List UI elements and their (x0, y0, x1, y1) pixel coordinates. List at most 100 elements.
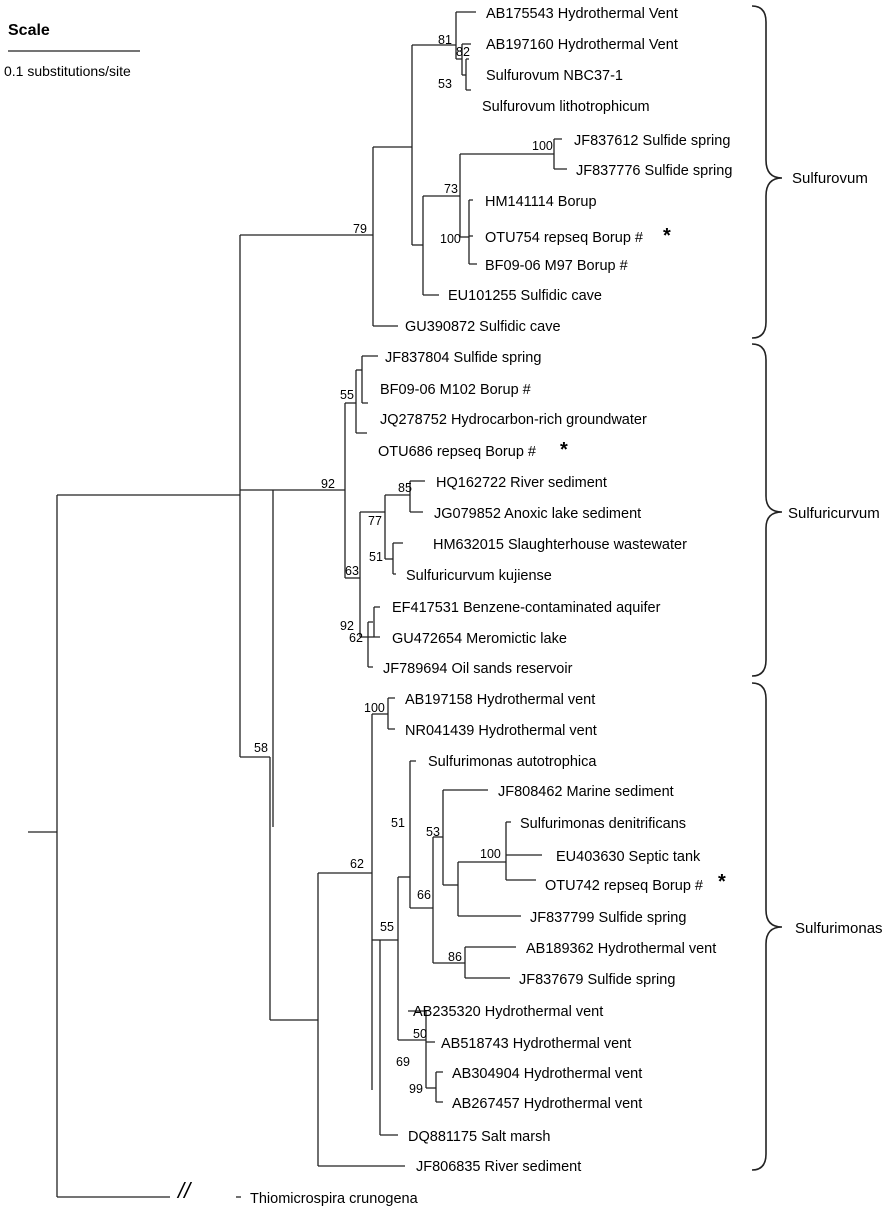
tip-label: AB304904 Hydrothermal vent (452, 1066, 642, 1082)
tip-label: JF837612 Sulfide spring (574, 133, 730, 149)
branch-break-mark: // (176, 1178, 192, 1203)
tip-label: JQ278752 Hydrocarbon-rich groundwater (380, 412, 647, 428)
bootstrap-value: 63 (345, 564, 359, 578)
branch (361, 355, 378, 404)
branch (373, 606, 380, 638)
bootstrap-value: 53 (426, 825, 440, 839)
tip-label: HM632015 Slaughterhouse wastewater (433, 537, 687, 553)
branch (455, 11, 476, 59)
branch (379, 940, 398, 1136)
branch (457, 862, 521, 917)
tip-label: JF837799 Sulfide spring (530, 910, 686, 926)
tip-label: OTU742 repseq Borup # (545, 878, 703, 894)
tip-label: JF837679 Sulfide spring (519, 972, 675, 988)
branch (442, 789, 488, 885)
asterisk-marker: * (663, 225, 671, 247)
clade-label-sulfurovum: Sulfurovum (792, 170, 868, 187)
tip-label: EU403630 Septic tank (556, 849, 701, 865)
tip-label: NR041439 Hydrothermal vent (405, 723, 597, 739)
bootstrap-value: 69 (396, 1055, 410, 1069)
bootstrap-value: 51 (369, 550, 383, 564)
tip-label: JF789694 Oil sands reservoir (383, 661, 573, 677)
scale-label: 0.1 substitutions/site (4, 63, 131, 79)
bootstrap-value: 77 (368, 514, 382, 528)
branch (459, 153, 554, 237)
bootstrap-value: 100 (480, 847, 501, 861)
tip-label: JG079852 Anoxic lake sediment (434, 506, 641, 522)
branch (468, 199, 477, 265)
bootstrap-value: 100 (440, 232, 461, 246)
tip-label: Sulfurovum lithotrophicum (482, 99, 650, 115)
branch (355, 370, 367, 434)
clade-brace-sulfurimonas (751, 682, 783, 1171)
tip-label: BF09-06 M97 Borup # (485, 258, 628, 274)
tip-label: HQ162722 River sediment (436, 475, 607, 491)
bootstrap-value: 62 (349, 631, 363, 645)
tip-label: JF808462 Marine sediment (498, 784, 674, 800)
bootstrap-value: 50 (413, 1027, 427, 1041)
tip-label: EF417531 Benzene-contaminated aquifer (392, 600, 661, 616)
tip-label: AB197160 Hydrothermal Vent (486, 37, 678, 53)
branch (387, 697, 395, 730)
bootstrap-value: 55 (340, 388, 354, 402)
tip-label: JF837804 Sulfide spring (385, 350, 541, 366)
tip-label: Sulfurimonas denitrificans (520, 816, 686, 832)
tip-label: JF806835 River sediment (416, 1159, 581, 1175)
tip-label: AB267457 Hydrothermal vent (452, 1096, 642, 1112)
clade-brace-sulfurovum (751, 5, 783, 339)
tip-label: AB235320 Hydrothermal vent (413, 1004, 603, 1020)
tip-labels: AB175543 Hydrothermal Vent AB197160 Hydr… (250, 6, 732, 1207)
branch (408, 1010, 435, 1088)
tip-label: OTU686 repseq Borup # (378, 444, 536, 460)
branch (435, 1071, 443, 1103)
tip-label: OTU754 repseq Borup # (485, 230, 643, 246)
bootstrap-value: 62 (350, 857, 364, 871)
bootstrap-value: 55 (380, 920, 394, 934)
bootstrap-value: 100 (532, 139, 553, 153)
tip-label: AB189362 Hydrothermal vent (526, 941, 716, 957)
tip-label: AB175543 Hydrothermal Vent (486, 6, 678, 22)
branch (465, 58, 471, 91)
branch (461, 43, 471, 75)
asterisk-marker: * (560, 439, 568, 461)
bootstrap-values: 81 82 53 100 73 100 79 55 85 77 51 92 63… (254, 33, 553, 1096)
tip-label: GU390872 Sulfidic cave (405, 319, 561, 335)
tip-label: AB518743 Hydrothermal vent (441, 1036, 631, 1052)
bootstrap-value: 66 (417, 888, 431, 902)
bootstrap-value: 86 (448, 950, 462, 964)
tip-label: BF09-06 M102 Borup # (380, 382, 531, 398)
scale-title: Scale (8, 22, 50, 39)
bootstrap-value: 81 (438, 33, 452, 47)
branch (367, 621, 373, 668)
branch (505, 821, 542, 881)
bootstrap-value: 92 (340, 619, 354, 633)
bootstrap-value: 58 (254, 741, 268, 755)
bootstrap-value: 85 (398, 481, 412, 495)
bootstrap-value: 82 (456, 45, 470, 59)
tip-label: HM141114 Borup (485, 194, 597, 210)
tip-label: GU472654 Meromictic lake (392, 631, 567, 647)
tree-branches (28, 11, 567, 1198)
branch (422, 196, 439, 296)
clade-brace-sulfuricurvum (751, 343, 783, 677)
tip-label: Sulfurimonas autotrophica (428, 754, 597, 770)
bootstrap-value: 73 (444, 182, 458, 196)
bootstrap-value: 79 (353, 222, 367, 236)
bootstrap-value: 53 (438, 77, 452, 91)
bootstrap-value: 92 (321, 477, 335, 491)
tip-label: Sulfuricurvum kujiense (406, 568, 552, 584)
tip-label: Sulfurovum NBC37-1 (486, 68, 623, 84)
tip-label: AB197158 Hydrothermal vent (405, 692, 595, 708)
branch (409, 480, 425, 513)
asterisk-marker: * (718, 871, 726, 893)
branch (392, 542, 403, 575)
branch (372, 147, 398, 327)
bootstrap-value: 99 (409, 1082, 423, 1096)
tip-label: EU101255 Sulfidic cave (448, 288, 602, 304)
bootstrap-value: 51 (391, 816, 405, 830)
tip-label: Thiomicrospira crunogena (250, 1191, 419, 1207)
tip-label: DQ881175 Salt marsh (408, 1129, 550, 1145)
clade-label-sulfurimonas: Sulfurimonas (795, 920, 883, 937)
branch (464, 946, 516, 979)
